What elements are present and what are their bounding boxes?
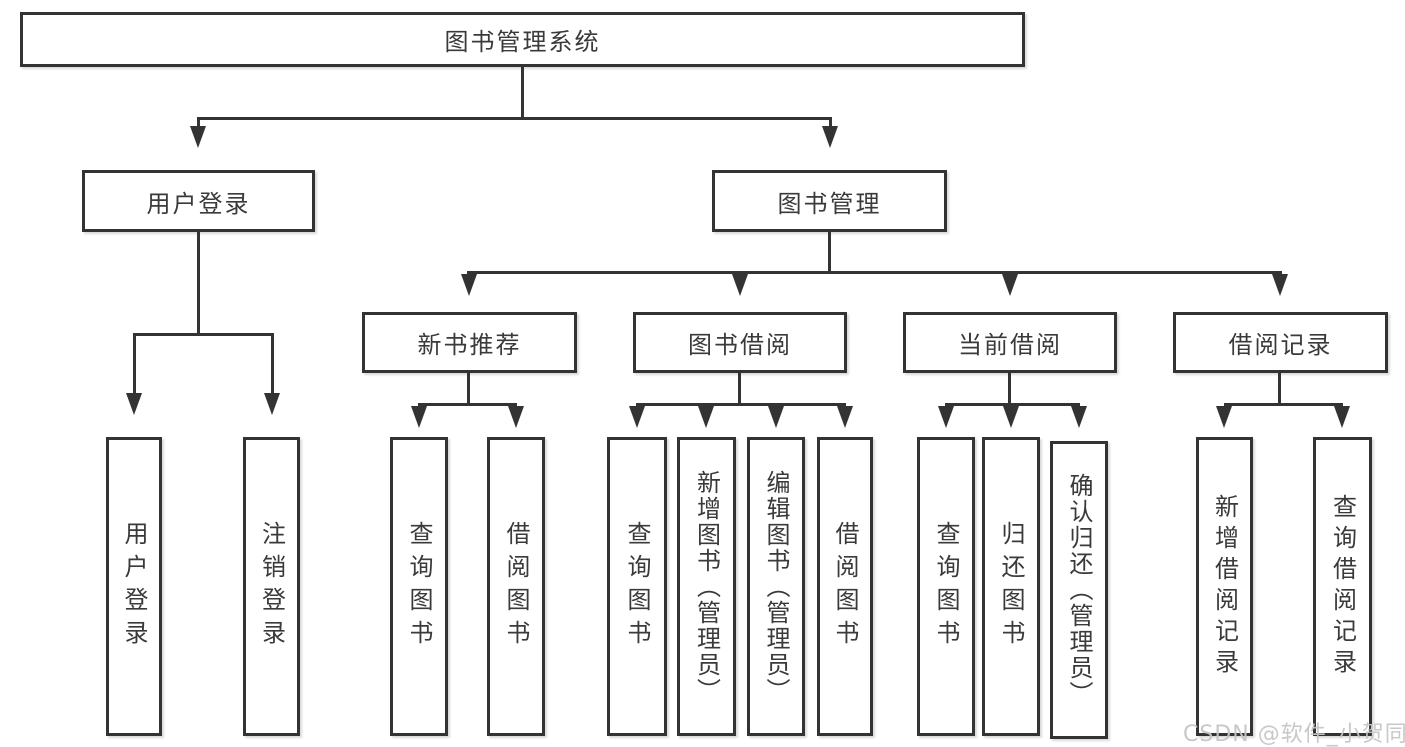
connector-arrow-bb-edit [768, 406, 784, 437]
node-leaf-logout: 注销登录 [243, 437, 300, 736]
node-new-book-recommend-label: 新书推荐 [417, 331, 522, 359]
node-leaf-cb-query-books-label: 查询图书 [932, 520, 960, 653]
connector-borrow-records-rail [1224, 403, 1343, 406]
connector-arrow-bb-query [629, 406, 645, 437]
node-current-borrow-label: 当前借阅 [958, 331, 1062, 359]
node-leaf-bb-borrow-books-label: 借阅图书 [831, 520, 859, 653]
node-book-borrow-label: 图书借阅 [688, 331, 792, 359]
node-leaf-cb-return-books: 归还图书 [982, 437, 1040, 736]
node-leaf-nb-query-books-label: 查询图书 [405, 520, 433, 653]
node-leaf-nb-borrow-books: 借阅图书 [487, 437, 545, 736]
connector-book-borrow-rail [636, 403, 846, 406]
node-leaf-bb-edit-books-admin-label: 编辑图书（管理员） [762, 469, 790, 704]
connector-arrow-user-login [190, 120, 206, 170]
node-leaf-cb-confirm-return-admin-label: 确认归还（管理员） [1065, 473, 1093, 707]
node-leaf-bb-query-books-label: 查询图书 [623, 520, 651, 653]
connector-arrow-bb-add [698, 406, 714, 437]
node-book-management: 图书管理 [712, 170, 947, 232]
node-leaf-br-add-record-label: 新增借阅记录 [1210, 493, 1239, 680]
node-leaf-user-login: 用户登录 [106, 437, 162, 736]
connector-arrow-br-query [1334, 406, 1350, 437]
node-new-book-recommend: 新书推荐 [362, 312, 577, 373]
node-leaf-nb-query-books: 查询图书 [390, 437, 448, 736]
node-user-login: 用户登录 [82, 170, 315, 232]
node-leaf-br-query-record: 查询借阅记录 [1313, 437, 1372, 736]
node-leaf-bb-query-books: 查询图书 [607, 437, 667, 736]
connector-arrow-login-leaf [126, 336, 142, 437]
connector-user-login-rail [133, 333, 274, 336]
node-book-management-label: 图书管理 [777, 189, 882, 218]
connector-user-login-stem [197, 232, 200, 336]
node-leaf-user-login-label: 用户登录 [120, 520, 148, 653]
connector-level3-rail [467, 271, 1282, 274]
node-leaf-nb-borrow-books-label: 借阅图书 [502, 520, 530, 653]
node-leaf-bb-add-books-admin-label: 新增图书（管理员） [692, 469, 721, 704]
node-leaf-bb-borrow-books: 借阅图书 [817, 437, 873, 736]
connector-arrow-cb-confirm [1071, 406, 1087, 441]
node-leaf-bb-add-books-admin: 新增图书（管理员） [677, 437, 736, 736]
connector-arrow-book-borrow [732, 274, 748, 312]
node-current-borrow: 当前借阅 [903, 312, 1117, 373]
connector-arrow-logout-leaf [264, 336, 280, 437]
connector-arrow-borrow-records [1272, 274, 1288, 312]
node-user-login-label: 用户登录 [146, 189, 251, 218]
node-leaf-logout-label: 注销登录 [257, 520, 286, 653]
connector-arrow-bb-borrow [837, 406, 853, 437]
node-leaf-cb-query-books: 查询图书 [917, 437, 975, 736]
connector-root-stem [521, 67, 524, 120]
node-leaf-bb-edit-books-admin: 编辑图书（管理员） [747, 437, 805, 736]
connector-arrow-cb-query [938, 406, 954, 437]
connector-current-borrow-stem [1008, 373, 1011, 406]
connector-arrow-nb-borrow [508, 406, 524, 437]
node-leaf-cb-confirm-return-admin: 确认归还（管理员） [1050, 441, 1108, 739]
connector-arrow-cb-return [1003, 406, 1019, 437]
connector-new-book-stem [467, 373, 470, 406]
connector-new-book-rail [418, 403, 517, 406]
connector-borrow-records-stem [1278, 373, 1281, 406]
connector-arrow-current-borrow [1002, 274, 1018, 312]
connector-arrow-br-add [1216, 406, 1232, 437]
node-book-borrow: 图书借阅 [633, 312, 847, 373]
node-leaf-br-query-record-label: 查询借阅记录 [1328, 493, 1357, 680]
node-borrow-records-label: 借阅记录 [1228, 331, 1333, 359]
connector-current-borrow-rail [945, 403, 1080, 406]
node-leaf-cb-return-books-label: 归还图书 [997, 520, 1025, 653]
node-leaf-br-add-record: 新增借阅记录 [1196, 437, 1253, 736]
connector-arrow-nb-query [411, 406, 427, 437]
node-library-management-system: 图书管理系统 [20, 12, 1025, 67]
node-borrow-records: 借阅记录 [1173, 312, 1388, 373]
connector-level2-rail [197, 117, 832, 120]
connector-arrow-book-management [822, 120, 838, 170]
connector-arrow-new-book-recommend [461, 274, 477, 312]
node-library-management-system-label: 图书管理系统 [444, 28, 601, 56]
connector-book-management-stem [828, 232, 831, 274]
connector-book-borrow-stem [738, 373, 741, 406]
